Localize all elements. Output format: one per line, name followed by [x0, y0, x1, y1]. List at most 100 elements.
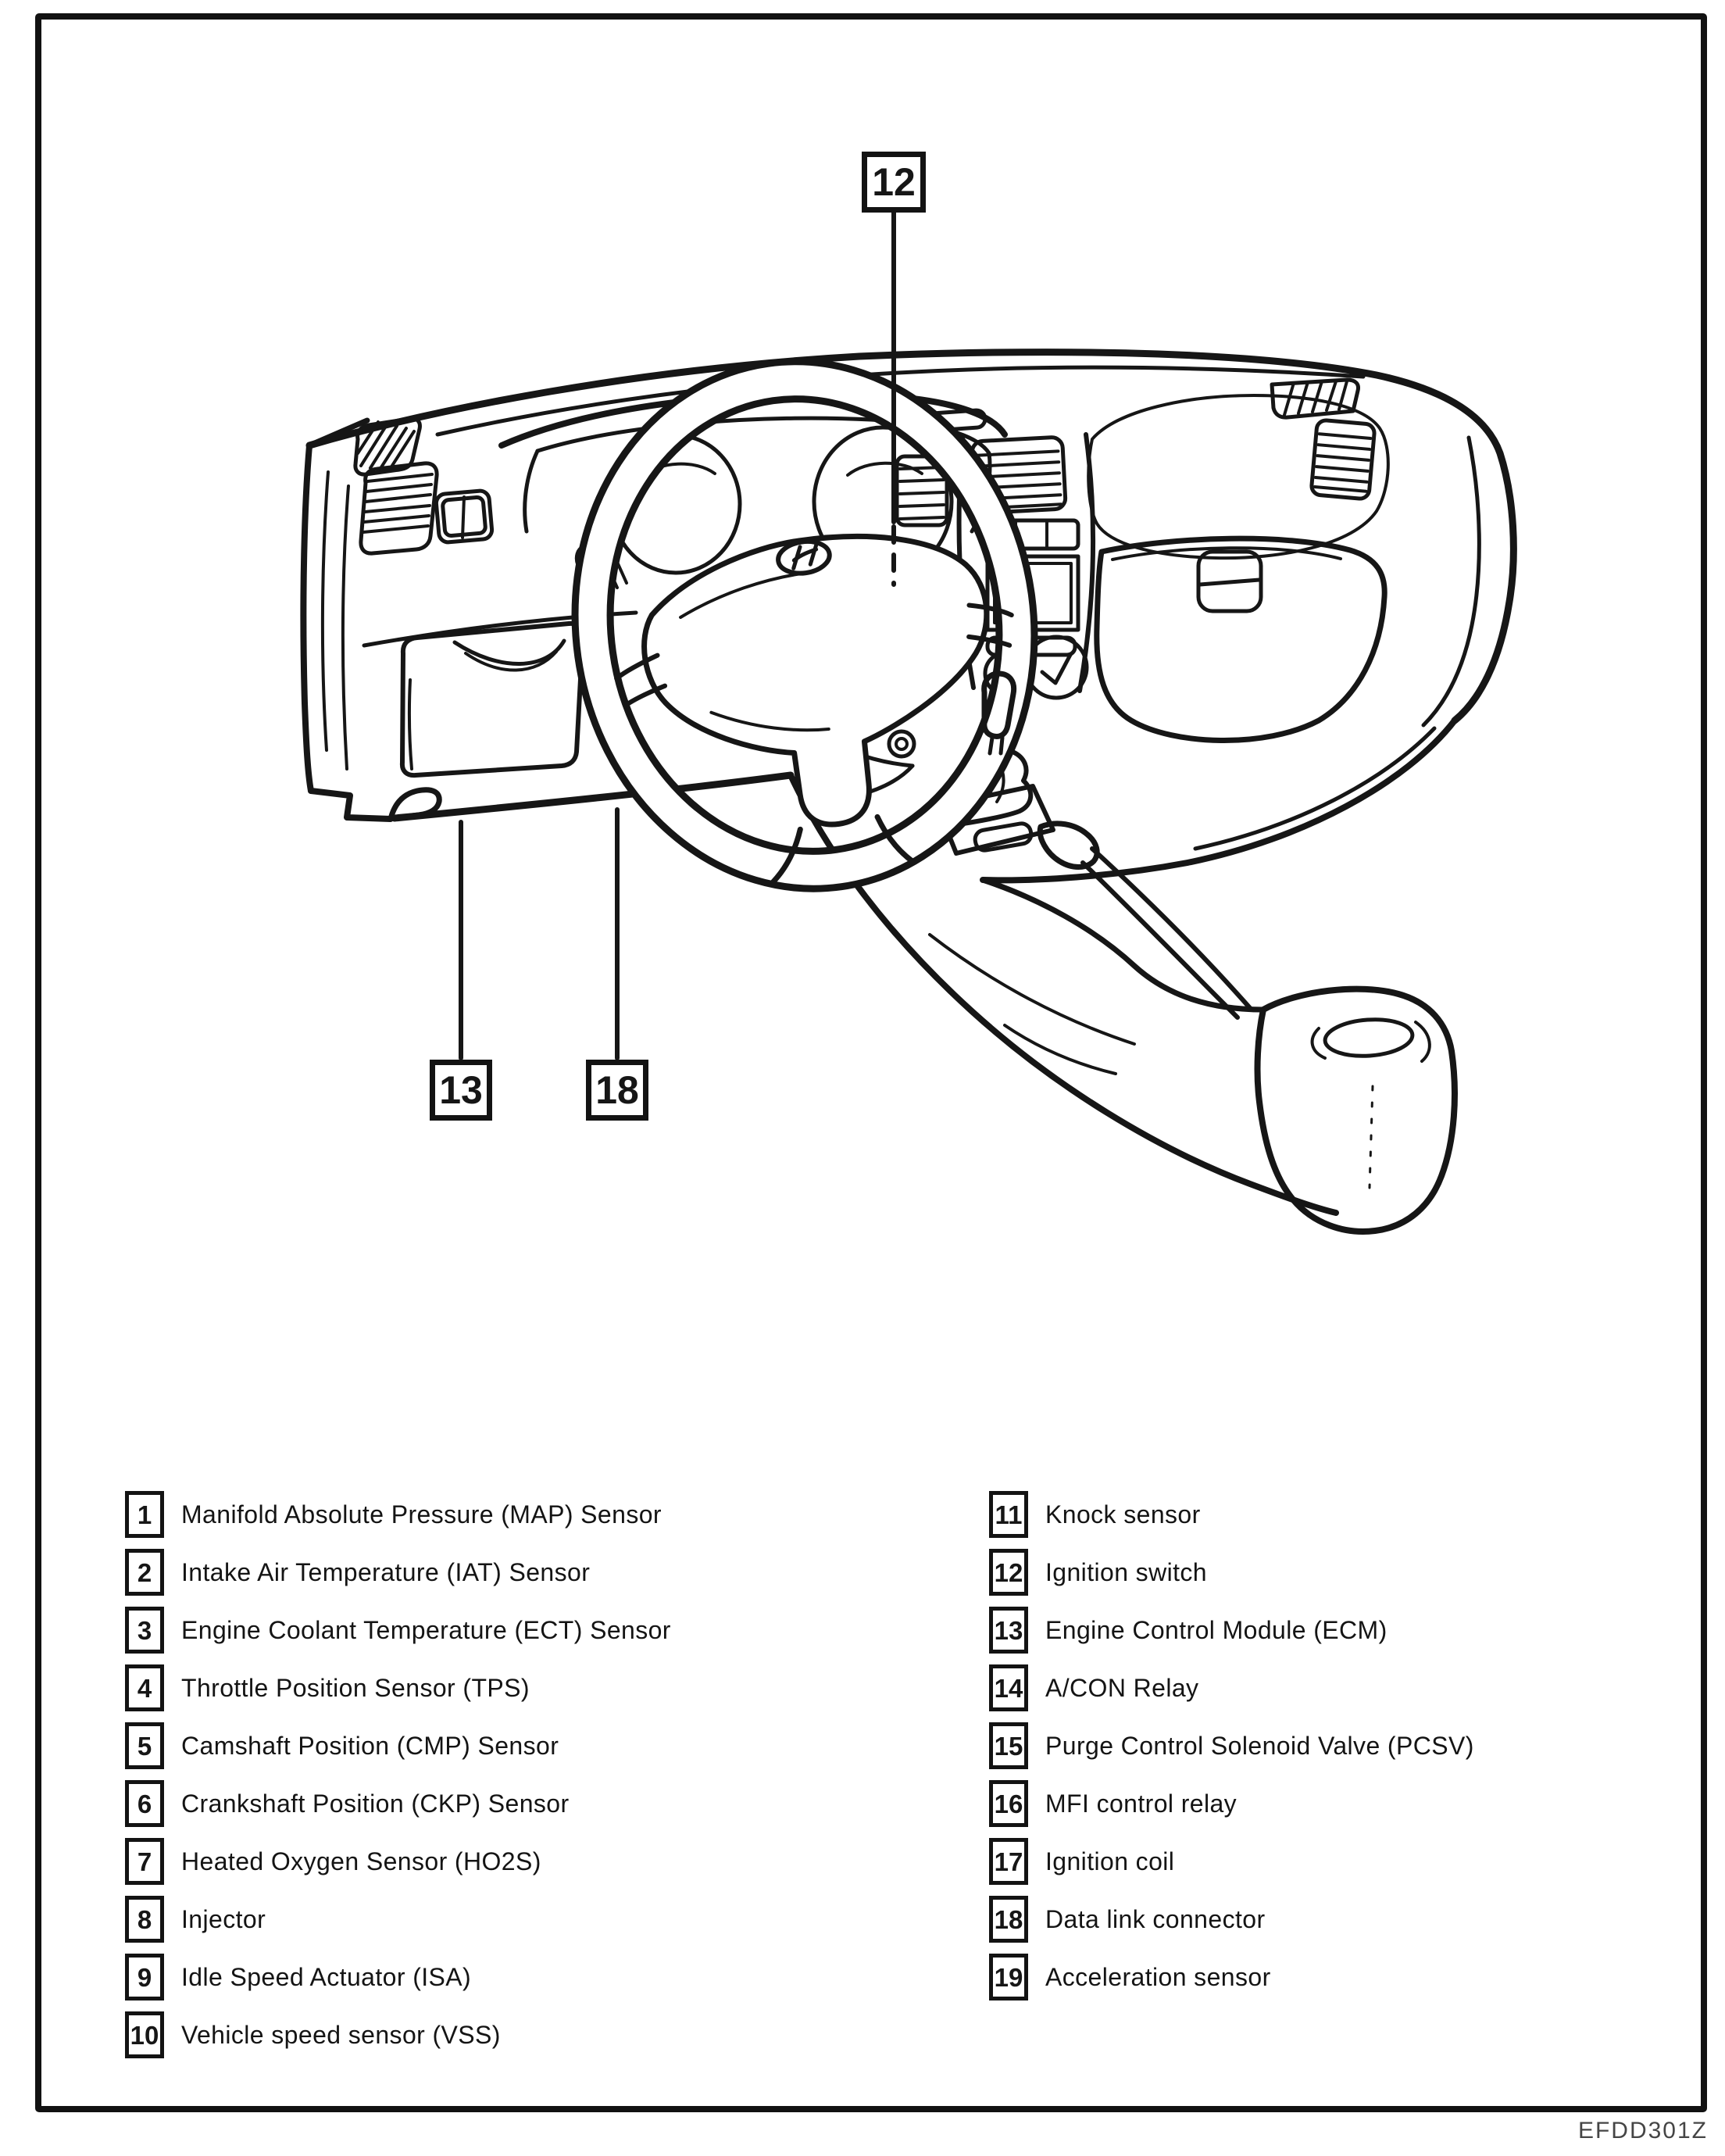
legend-row: 7 Heated Oxygen Sensor (HO2S) [125, 1838, 541, 1885]
legend-number-box: 4 [125, 1664, 164, 1711]
legend-number: 16 [994, 1789, 1023, 1818]
legend-number: 2 [137, 1557, 152, 1587]
legend-number: 15 [994, 1731, 1023, 1761]
stack-left-vent [895, 454, 949, 527]
legend-number-box: 8 [125, 1896, 164, 1943]
passenger-corner-vent [1270, 377, 1360, 420]
legend-number: 17 [994, 1847, 1023, 1876]
legend-number: 7 [137, 1847, 152, 1876]
legend-row: 13 Engine Control Module (ECM) [989, 1607, 1388, 1654]
driver-corner-vent [353, 417, 422, 477]
legend-number: 8 [137, 1904, 152, 1934]
console-armrest [1254, 985, 1458, 1235]
legend-number-box: 1 [125, 1491, 164, 1538]
callout-box-13: 13 [430, 1060, 492, 1121]
legend-label: Camshaft Position (CMP) Sensor [181, 1731, 559, 1760]
legend-number-box: 9 [125, 1954, 164, 2000]
legend-number-box: 7 [125, 1838, 164, 1885]
legend-label: Data link connector [1045, 1904, 1266, 1933]
shift-lever [981, 670, 1017, 756]
center-console [788, 749, 1458, 1235]
legend-row: 12 Ignition switch [989, 1549, 1207, 1596]
legend-label: Acceleration sensor [1045, 1962, 1271, 1991]
legend-number-box: 15 [989, 1722, 1028, 1769]
legend-row: 16 MFI control relay [989, 1780, 1237, 1827]
legend-number: 5 [137, 1731, 152, 1761]
driver-switch-panel [434, 488, 495, 545]
legend-label: Heated Oxygen Sensor (HO2S) [181, 1847, 541, 1875]
legend-number: 13 [994, 1615, 1023, 1645]
legend-number-box: 19 [989, 1954, 1028, 2000]
callout-box-12: 12 [862, 152, 926, 213]
wheel-spokes [614, 602, 1014, 885]
legend-number: 3 [137, 1615, 152, 1645]
legend-label: Engine Coolant Temperature (ECT) Sensor [181, 1615, 671, 1644]
legend-row: 6 Crankshaft Position (CKP) Sensor [125, 1780, 570, 1827]
legend-row: 1 Manifold Absolute Pressure (MAP) Senso… [125, 1491, 662, 1538]
legend-label: Ignition switch [1045, 1557, 1207, 1586]
legend-label: Crankshaft Position (CKP) Sensor [181, 1789, 570, 1818]
legend-label: Idle Speed Actuator (ISA) [181, 1962, 472, 1991]
legend-row: 5 Camshaft Position (CMP) Sensor [125, 1722, 559, 1769]
dash-left-edge [300, 442, 795, 822]
legend-label: Throttle Position Sensor (TPS) [181, 1673, 530, 1702]
legend-number: 4 [137, 1673, 152, 1703]
legend-row: 3 Engine Coolant Temperature (ECT) Senso… [125, 1607, 671, 1654]
legend-row: 2 Intake Air Temperature (IAT) Sensor [125, 1549, 590, 1596]
legend-number-box: 6 [125, 1780, 164, 1827]
steering-wheel-rim [571, 358, 1038, 892]
legend-row: 9 Idle Speed Actuator (ISA) [125, 1954, 471, 2000]
callout-number: 13 [439, 1068, 483, 1112]
legend-number-box: 5 [125, 1722, 164, 1769]
legend-row: 8 Injector [125, 1896, 266, 1943]
legend-number-box: 16 [989, 1780, 1028, 1827]
callout-number: 18 [595, 1068, 639, 1112]
legend-number-box: 11 [989, 1491, 1028, 1538]
legend-row: 19 Acceleration sensor [989, 1954, 1271, 2000]
legend-row: 15 Purge Control Solenoid Valve (PCSV) [989, 1722, 1474, 1769]
legend-number: 1 [137, 1500, 152, 1529]
figure-border [35, 13, 1707, 2112]
legend-number-box: 10 [125, 2011, 164, 2058]
leader-lines [459, 210, 896, 1060]
legend-number: 14 [994, 1673, 1023, 1703]
legend-row: 18 Data link connector [989, 1896, 1266, 1943]
legend-number-box: 3 [125, 1607, 164, 1654]
passenger-side [980, 377, 1481, 884]
callout-box-18: 18 [586, 1060, 648, 1121]
figure-code: EFDD301Z [1577, 2118, 1708, 2143]
legend-row: 10 Vehicle speed sensor (VSS) [125, 2011, 501, 2058]
legend-row: 14 A/CON Relay [989, 1664, 1198, 1711]
legend-number: 18 [994, 1904, 1023, 1934]
legend-number-box: 17 [989, 1838, 1028, 1885]
hyundai-logo [776, 538, 832, 576]
legend-number-box: 18 [989, 1896, 1028, 1943]
legend-number-box: 14 [989, 1664, 1028, 1711]
handbrake-lever [1037, 821, 1252, 1020]
legend-row: 4 Throttle Position Sensor (TPS) [125, 1664, 530, 1711]
legend-number: 10 [130, 2020, 159, 2050]
passenger-vent [1309, 418, 1377, 501]
legend-number: 12 [994, 1557, 1023, 1587]
legend-label: Engine Control Module (ECM) [1045, 1615, 1388, 1644]
steering-wheel [571, 358, 1038, 892]
legend-row: 17 Ignition coil [989, 1838, 1174, 1885]
steering-wheel-pad [641, 534, 990, 828]
legend-row: 11 Knock sensor [989, 1491, 1201, 1538]
cup-holder [1310, 1017, 1431, 1063]
legend-label: Purge Control Solenoid Valve (PCSV) [1045, 1731, 1474, 1760]
legend-number: 19 [994, 1962, 1023, 1992]
legend-label: MFI control relay [1045, 1789, 1238, 1818]
callout-number: 12 [872, 160, 916, 204]
legend-number: 9 [137, 1962, 152, 1992]
driver-main-vent [359, 461, 439, 556]
glove-box [1094, 535, 1388, 743]
ignition-switch [887, 729, 916, 759]
legend-number: 11 [995, 1500, 1023, 1529]
legend-number-box: 12 [989, 1549, 1028, 1596]
legend-number-box: 2 [125, 1549, 164, 1596]
legend-label: Intake Air Temperature (IAT) Sensor [181, 1557, 591, 1586]
legend-label: Injector [181, 1904, 266, 1933]
